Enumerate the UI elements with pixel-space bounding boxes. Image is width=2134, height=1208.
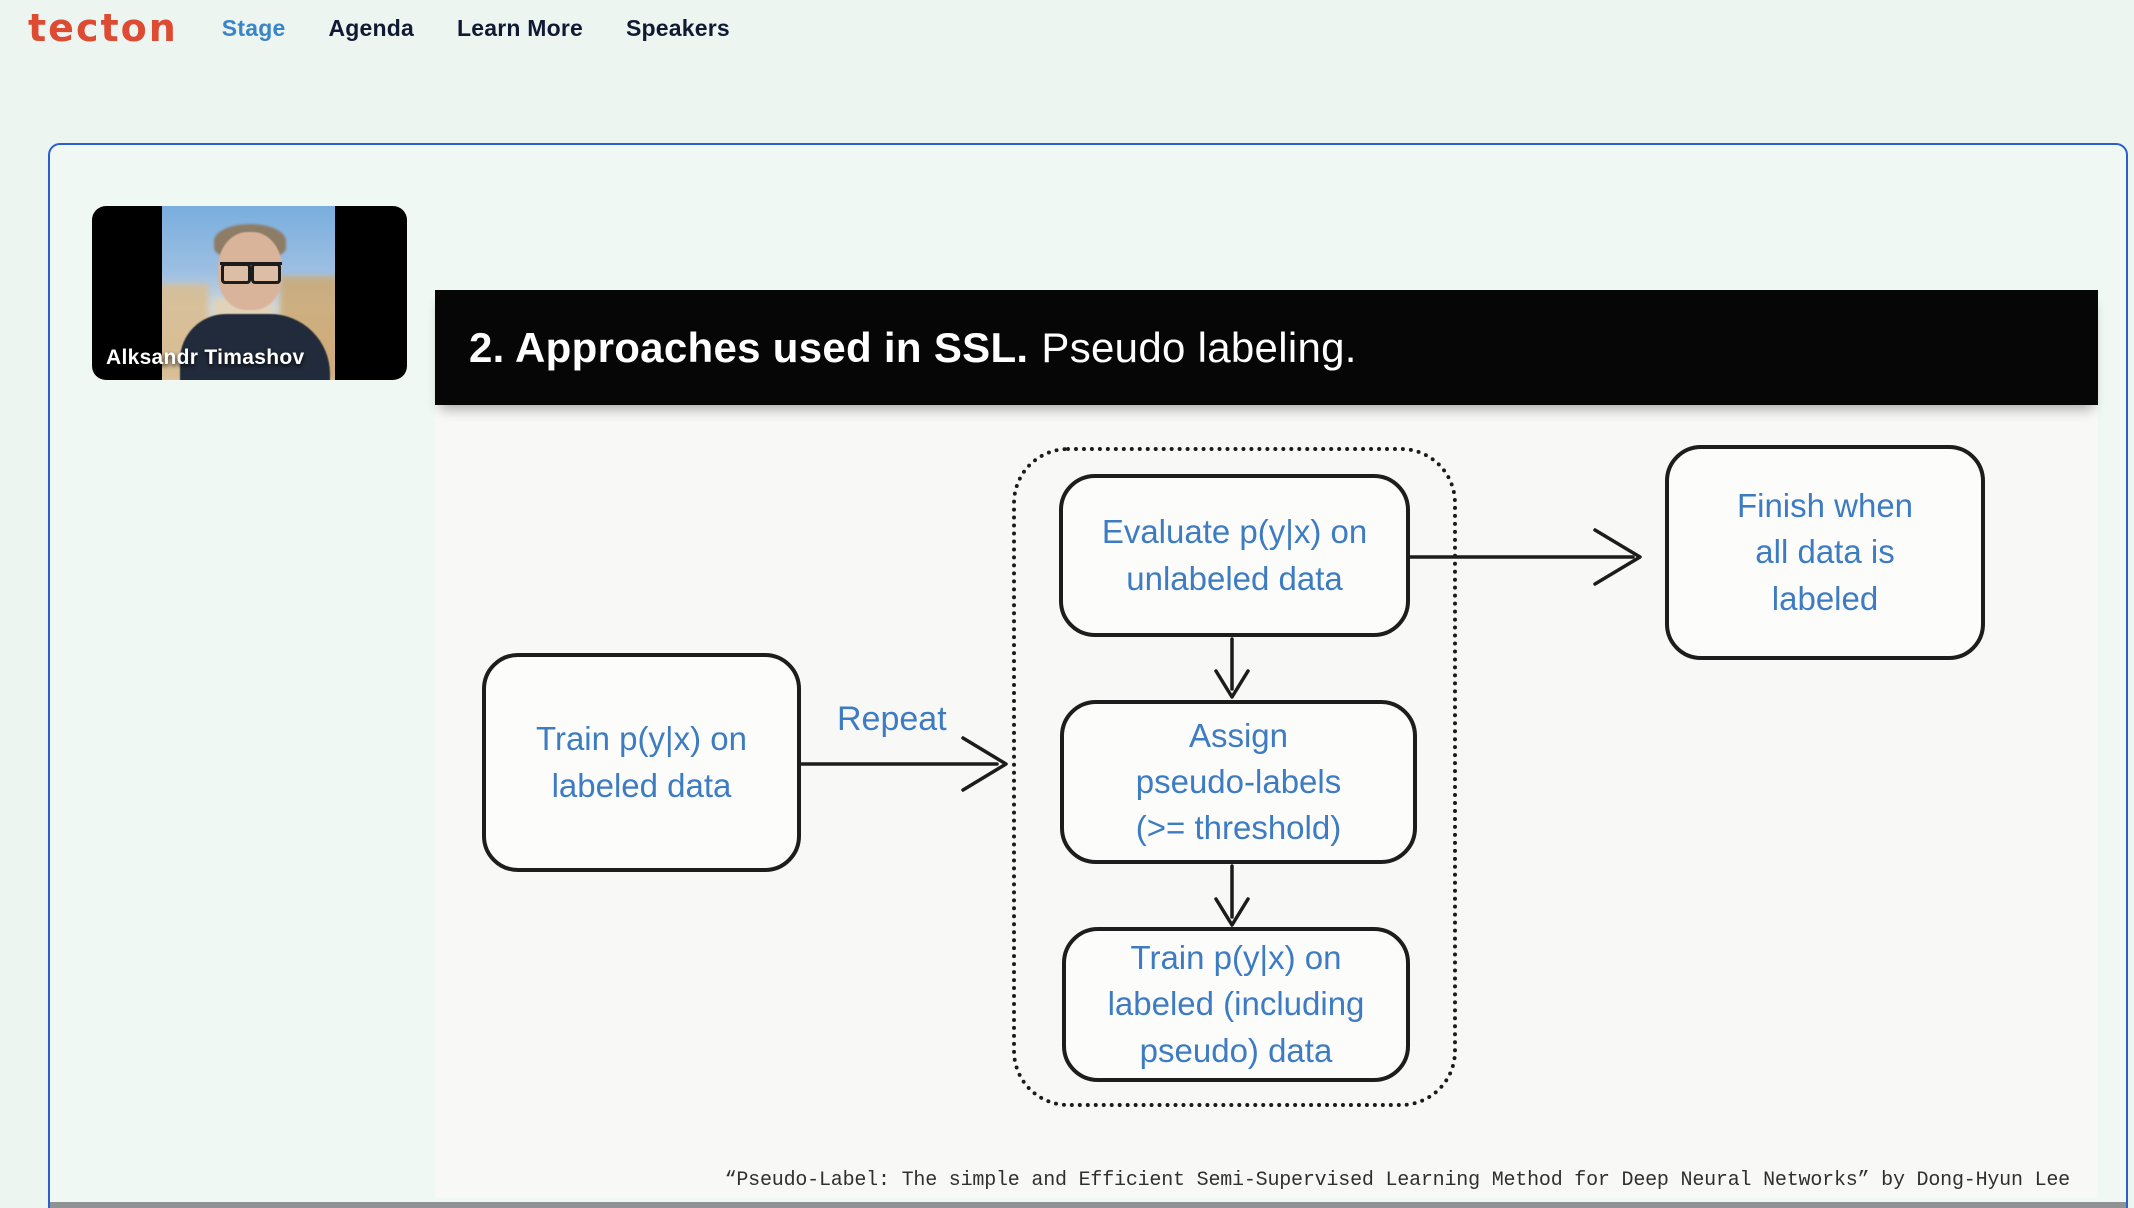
flow-box-train-labeled: Train p(y|x) on labeled data	[482, 653, 801, 872]
slide-title-bold: 2. Approaches used in SSL.	[469, 323, 1029, 371]
arrow-evaluate-to-finish-head	[1593, 528, 1642, 586]
photo-hoodie	[180, 314, 330, 380]
presenter-video-tile[interactable]: Alksandr Timashov	[92, 206, 407, 380]
nav-item-learn-more[interactable]: Learn More	[456, 14, 583, 41]
nav-item-agenda[interactable]: Agenda	[328, 14, 414, 41]
slide-title-regular: Pseudo labeling.	[1041, 323, 1357, 371]
presenter-name-label: Alksandr Timashov	[106, 346, 305, 369]
tecton-logo[interactable]: tecton	[28, 6, 178, 50]
presenter-photo	[162, 206, 335, 380]
flow-box-train-including-pseudo: Train p(y|x) on labeled (including pseud…	[1062, 927, 1410, 1082]
flow-box-evaluate-unlabeled: Evaluate p(y|x) on unlabeled data	[1059, 474, 1410, 637]
nav-item-speakers[interactable]: Speakers	[625, 14, 730, 41]
presentation-slide: 2. Approaches used in SSL. Pseudo labeli…	[435, 290, 2098, 1198]
slide-title-bar: 2. Approaches used in SSL. Pseudo labeli…	[435, 290, 2098, 405]
arrow-repeat-head	[961, 736, 1008, 792]
stage-panel: Alksandr Timashov 2. Approaches used in …	[48, 143, 2128, 1208]
flow-box-finish: Finish when all data is labeled	[1665, 445, 1985, 660]
nav-item-stage[interactable]: Stage	[221, 14, 286, 41]
flow-arrow-repeat-label: Repeat	[837, 700, 947, 738]
flowchart-repeat-group	[1012, 447, 1457, 1107]
video-player-strip[interactable]	[50, 1202, 2126, 1208]
slide-citation: “Pseudo-Label: The simple and Efficient …	[724, 1169, 2071, 1192]
flow-box-assign-pseudo-labels: Assign pseudo-labels (>= threshold)	[1060, 700, 1417, 864]
top-nav: tecton Stage Agenda Learn More Speakers	[0, 0, 2134, 56]
glasses-icon	[220, 262, 282, 284]
